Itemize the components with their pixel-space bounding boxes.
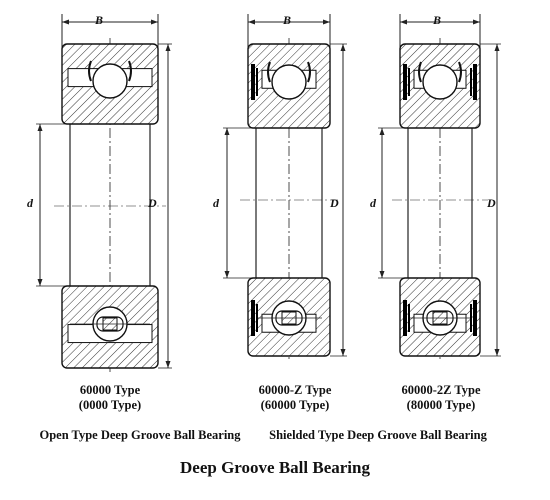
dim-b-label-1: B [95, 13, 104, 27]
arrow-head [37, 279, 43, 286]
arrow-head [473, 19, 480, 25]
arrow-head [400, 19, 407, 25]
bearing-2-model: 60000-Z Type [258, 383, 332, 397]
bearing-3-model: 60000-2Z Type [401, 383, 481, 397]
dim-d-outer-label-1: D [148, 196, 157, 210]
arrow-head [494, 349, 500, 356]
dim-d-outer-label-3: D [487, 196, 496, 210]
cage-edge [128, 60, 132, 82]
arrow-head [165, 44, 171, 51]
bearing-3-old-model: (80000 Type) [406, 398, 476, 412]
open-bearing [36, 14, 172, 374]
dim-b-label-2: B [283, 13, 292, 27]
double-shield-bearing [378, 14, 501, 362]
arrow-head [224, 128, 230, 135]
single-shield-bearing [223, 14, 347, 362]
ball [271, 64, 307, 100]
arrow-head [151, 19, 158, 25]
dim-d-outer-label-2: D [330, 196, 339, 210]
bearing-1-old-model: (0000 Type) [78, 398, 142, 412]
figure-title: Deep Groove Ball Bearing [180, 458, 370, 477]
cage-edge [418, 61, 422, 83]
arrow-head [494, 44, 500, 51]
arrow-head [323, 19, 330, 25]
ball [422, 64, 458, 100]
bearing-2-old-model: (60000 Type) [260, 398, 330, 412]
arrow-head [37, 124, 43, 131]
dim-b-label-3: B [433, 13, 442, 27]
ball [92, 63, 128, 99]
arrow-head [224, 271, 230, 278]
arrow-head [248, 19, 255, 25]
arrow-head [165, 361, 171, 368]
dim-d-bore-label-2: d [213, 196, 219, 210]
dim-d-bore-label-1: d [27, 196, 33, 210]
arrow-head [379, 128, 385, 135]
cage-edge [88, 60, 92, 82]
open-type-caption: Open Type Deep Groove Ball Bearing [39, 428, 241, 442]
arrow-head [62, 19, 69, 25]
dim-d-bore-label-3: d [370, 196, 376, 210]
cage-edge [458, 61, 462, 83]
arrow-head [340, 349, 346, 356]
cage-edge [307, 61, 311, 83]
bearing-1-model: 60000 Type [79, 383, 141, 397]
arrow-head [340, 44, 346, 51]
shielded-type-caption: Shielded Type Deep Groove Ball Bearing [269, 428, 487, 442]
arrow-head [379, 271, 385, 278]
cage-edge [267, 61, 271, 83]
